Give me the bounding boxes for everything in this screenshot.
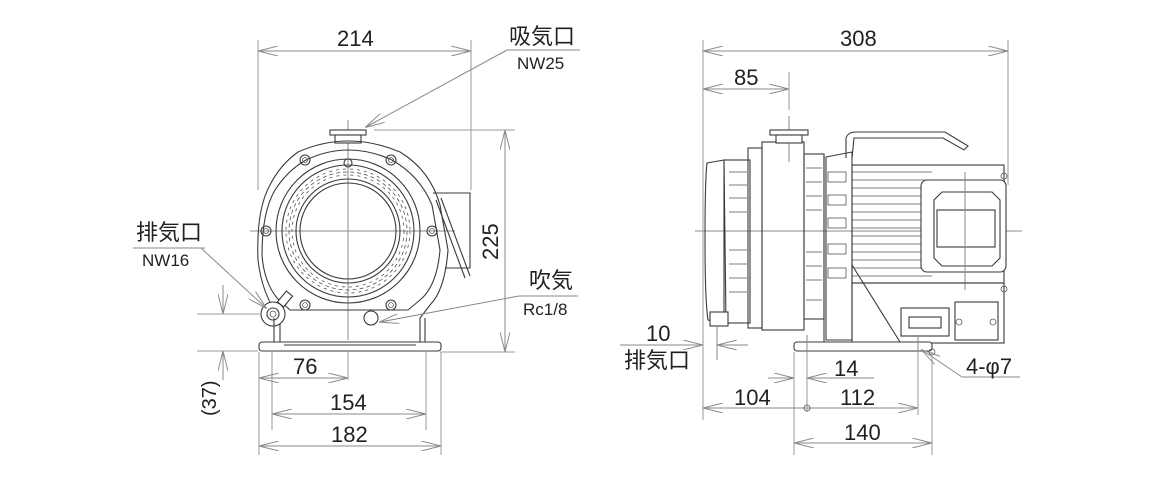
dim-exhaust-offset: 10: [646, 321, 671, 346]
purge-spec: Rc1/8: [523, 300, 568, 319]
dim-foot-hole-pitch: 154: [330, 390, 367, 415]
dim-foot-hole-margin: 14: [834, 356, 859, 381]
mounting-holes-spec: 4-φ7: [966, 354, 1013, 379]
side-view: [620, 40, 1022, 455]
inlet-label: 吸気口: [509, 24, 576, 49]
exhaust-spec: NW16: [142, 251, 190, 270]
dim-overall-width: 214: [337, 26, 374, 51]
dim-exhaust-height: (37): [199, 380, 221, 416]
dim-front-to-foot-hole: 104: [734, 385, 771, 410]
cooling-slots: [285, 168, 411, 294]
exhaust-label: 排気口: [136, 220, 203, 245]
front-view: [133, 40, 580, 455]
dim-center-to-foot: 76: [293, 354, 318, 379]
dim-overall-length: 308: [840, 26, 877, 51]
dim-base-width: 182: [331, 422, 368, 447]
purge-label: 吹気: [529, 268, 574, 293]
dim-base-length: 140: [844, 420, 881, 445]
dim-inlet-offset: 85: [734, 65, 759, 90]
side-exhaust-label: 排気口: [624, 348, 691, 373]
inlet-spec: NW25: [517, 54, 565, 73]
dim-overall-height: 225: [478, 223, 503, 260]
dim-side-foot-hole-pitch: 112: [840, 385, 876, 410]
